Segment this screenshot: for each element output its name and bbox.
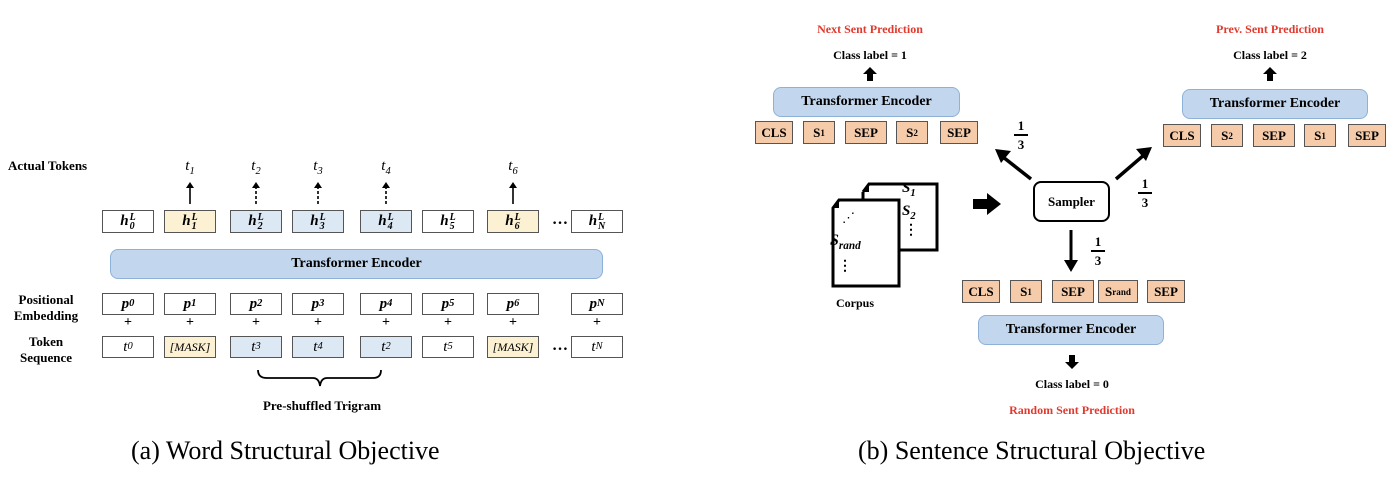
- actual-token: t3: [313, 158, 323, 177]
- right-arrow-icon: [973, 193, 1001, 215]
- random-class-label: Class label = 0: [1035, 377, 1109, 391]
- segment-box: SEP: [845, 121, 887, 144]
- dashed-up-arrow-icon: [252, 182, 260, 204]
- sampler-box: Sampler: [1033, 181, 1110, 222]
- segment-box: SEP: [1253, 124, 1295, 147]
- positional-embedding-label: Positional Embedding: [6, 292, 86, 324]
- plus-sign: +: [382, 315, 390, 330]
- plus-sign: +: [314, 315, 322, 330]
- corpus-srand: Srand: [830, 232, 861, 253]
- trigram-brace: [257, 369, 382, 387]
- prev-sent-title: Prev. Sent Prediction: [1216, 22, 1324, 36]
- arrow-to-next-icon: [995, 149, 1033, 181]
- actual-token: t1: [185, 158, 195, 177]
- segment-box: SEP: [1147, 280, 1185, 303]
- plus-sign: +: [124, 315, 132, 330]
- dashed-up-arrow-icon: [314, 182, 322, 204]
- actual-tokens-label: Actual Tokens: [8, 158, 88, 173]
- random-sent-title: Random Sent Prediction: [1009, 403, 1135, 417]
- corpus-s1: S1: [902, 180, 916, 199]
- corpus-label: Corpus: [835, 296, 874, 310]
- corpus-s2: S2: [902, 203, 916, 222]
- segment-box: SEP: [1348, 124, 1386, 147]
- corpus-vdots-back: ⋮: [904, 223, 918, 238]
- caption-a: (a) Word Structural Objective: [131, 436, 440, 465]
- next-sent-title: Next Sent Prediction: [817, 22, 923, 36]
- segment-box: SEP: [1052, 280, 1094, 303]
- dashed-up-arrow-icon: [382, 182, 390, 204]
- mask-token-box: [MASK]: [164, 336, 216, 358]
- up-arrow-icon: [863, 67, 877, 81]
- actual-token: t4: [381, 158, 391, 177]
- up-arrow-icon: [186, 182, 194, 204]
- mask-token-box: [MASK]: [487, 336, 539, 358]
- up-arrow-icon: [1263, 67, 1277, 81]
- ellipsis: …: [552, 211, 568, 228]
- caption-b: (b) Sentence Structural Objective: [858, 436, 1206, 465]
- next-class-label: Class label = 1: [833, 48, 907, 62]
- token-label-line1: Token: [28, 334, 64, 349]
- plus-sign: +: [186, 315, 194, 330]
- prev-class-label: Class label = 2: [1233, 48, 1307, 62]
- transformer-encoder-prev: Transformer Encoder: [1182, 89, 1368, 119]
- token-label-line2: Sequence: [20, 350, 72, 365]
- transformer-encoder-a: Transformer Encoder: [110, 249, 603, 279]
- plus-sign: +: [593, 315, 601, 330]
- actual-token: t6: [508, 158, 518, 177]
- ellipsis: …: [552, 337, 568, 354]
- plus-sign: +: [252, 315, 260, 330]
- corpus-vdots-front: ⋮: [838, 259, 852, 274]
- pre-shuffled-trigram-label: Pre-shuffled Trigram: [262, 398, 382, 413]
- segment-box: SEP: [940, 121, 978, 144]
- plus-sign: +: [444, 315, 452, 330]
- segment-box: CLS: [962, 280, 1000, 303]
- up-arrow-icon: [509, 182, 517, 204]
- transformer-encoder-random: Transformer Encoder: [978, 315, 1164, 345]
- transformer-encoder-next: Transformer Encoder: [773, 87, 960, 117]
- token-sequence-label: Token Sequence: [6, 334, 86, 366]
- arrow-to-random-icon: [1064, 230, 1078, 272]
- segment-box: CLS: [1163, 124, 1201, 147]
- actual-token: t2: [251, 158, 261, 177]
- positional-label-line2: Embedding: [13, 308, 79, 323]
- plus-sign: +: [509, 315, 517, 330]
- corpus-documents-icon: [831, 182, 939, 288]
- arrow-to-prev-icon: [1114, 147, 1152, 181]
- positional-label-line1: Positional: [18, 292, 74, 307]
- segment-box: CLS: [755, 121, 793, 144]
- corpus-diag-dots: ⋰: [842, 210, 855, 225]
- down-arrow-icon: [1065, 355, 1079, 369]
